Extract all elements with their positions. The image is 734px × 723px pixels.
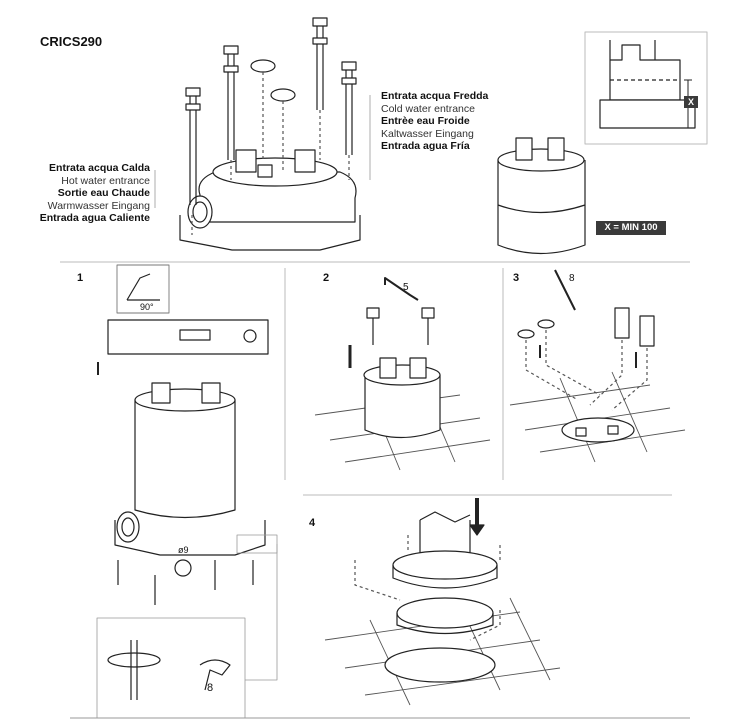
cold-water-fr: Entrèe eau Froide (381, 115, 470, 127)
hot-water-it: Entrata acqua Calda (49, 162, 150, 174)
detail-x-drawing (599, 40, 696, 129)
cold-water-it: Entrata acqua Fredda (381, 90, 489, 102)
drill-diameter-label: ø9 (178, 545, 189, 555)
step-number-1: 1 (76, 272, 84, 284)
step1-drawing (96, 264, 278, 719)
key-size-8-label: 8 (569, 273, 575, 284)
wrench-size-label: 8 (207, 682, 214, 694)
key-size-5-label: 5 (403, 282, 409, 293)
hot-water-es: Entrada agua Caliente (39, 212, 150, 224)
hot-water-de: Warmwasser Eingang (47, 199, 150, 212)
angle-label: 90° (140, 302, 154, 312)
step3-drawing (509, 269, 686, 463)
cold-water-de: Kaltwasser Eingang (381, 127, 474, 140)
hot-water-fr: Sortie eau Chaude (57, 187, 150, 199)
product-code: CRICS290 (40, 34, 103, 49)
hot-water-labels: Entrata acqua Calda Hot water entrance S… (10, 162, 150, 225)
threaded-rods-drawing (185, 17, 357, 205)
step2-drawing (314, 277, 491, 471)
step-number-2: 2 (322, 272, 330, 284)
step-number-3: 3 (512, 272, 520, 284)
step-number-4: 4 (308, 517, 316, 529)
cold-water-es: Entrada agua Fría (381, 140, 470, 152)
hot-water-en: Hot water entrance (61, 174, 150, 187)
cold-water-en: Cold water entrance (381, 102, 475, 115)
built-in-body-drawing (497, 137, 586, 255)
cold-water-labels: Entrata acqua Fredda Cold water entrance… (381, 90, 531, 153)
x-dimension-badge: X (684, 96, 698, 108)
mixer-body-drawing (179, 149, 361, 251)
min-distance-badge: X = MIN 100 (596, 221, 666, 235)
step4-drawing (324, 498, 561, 706)
